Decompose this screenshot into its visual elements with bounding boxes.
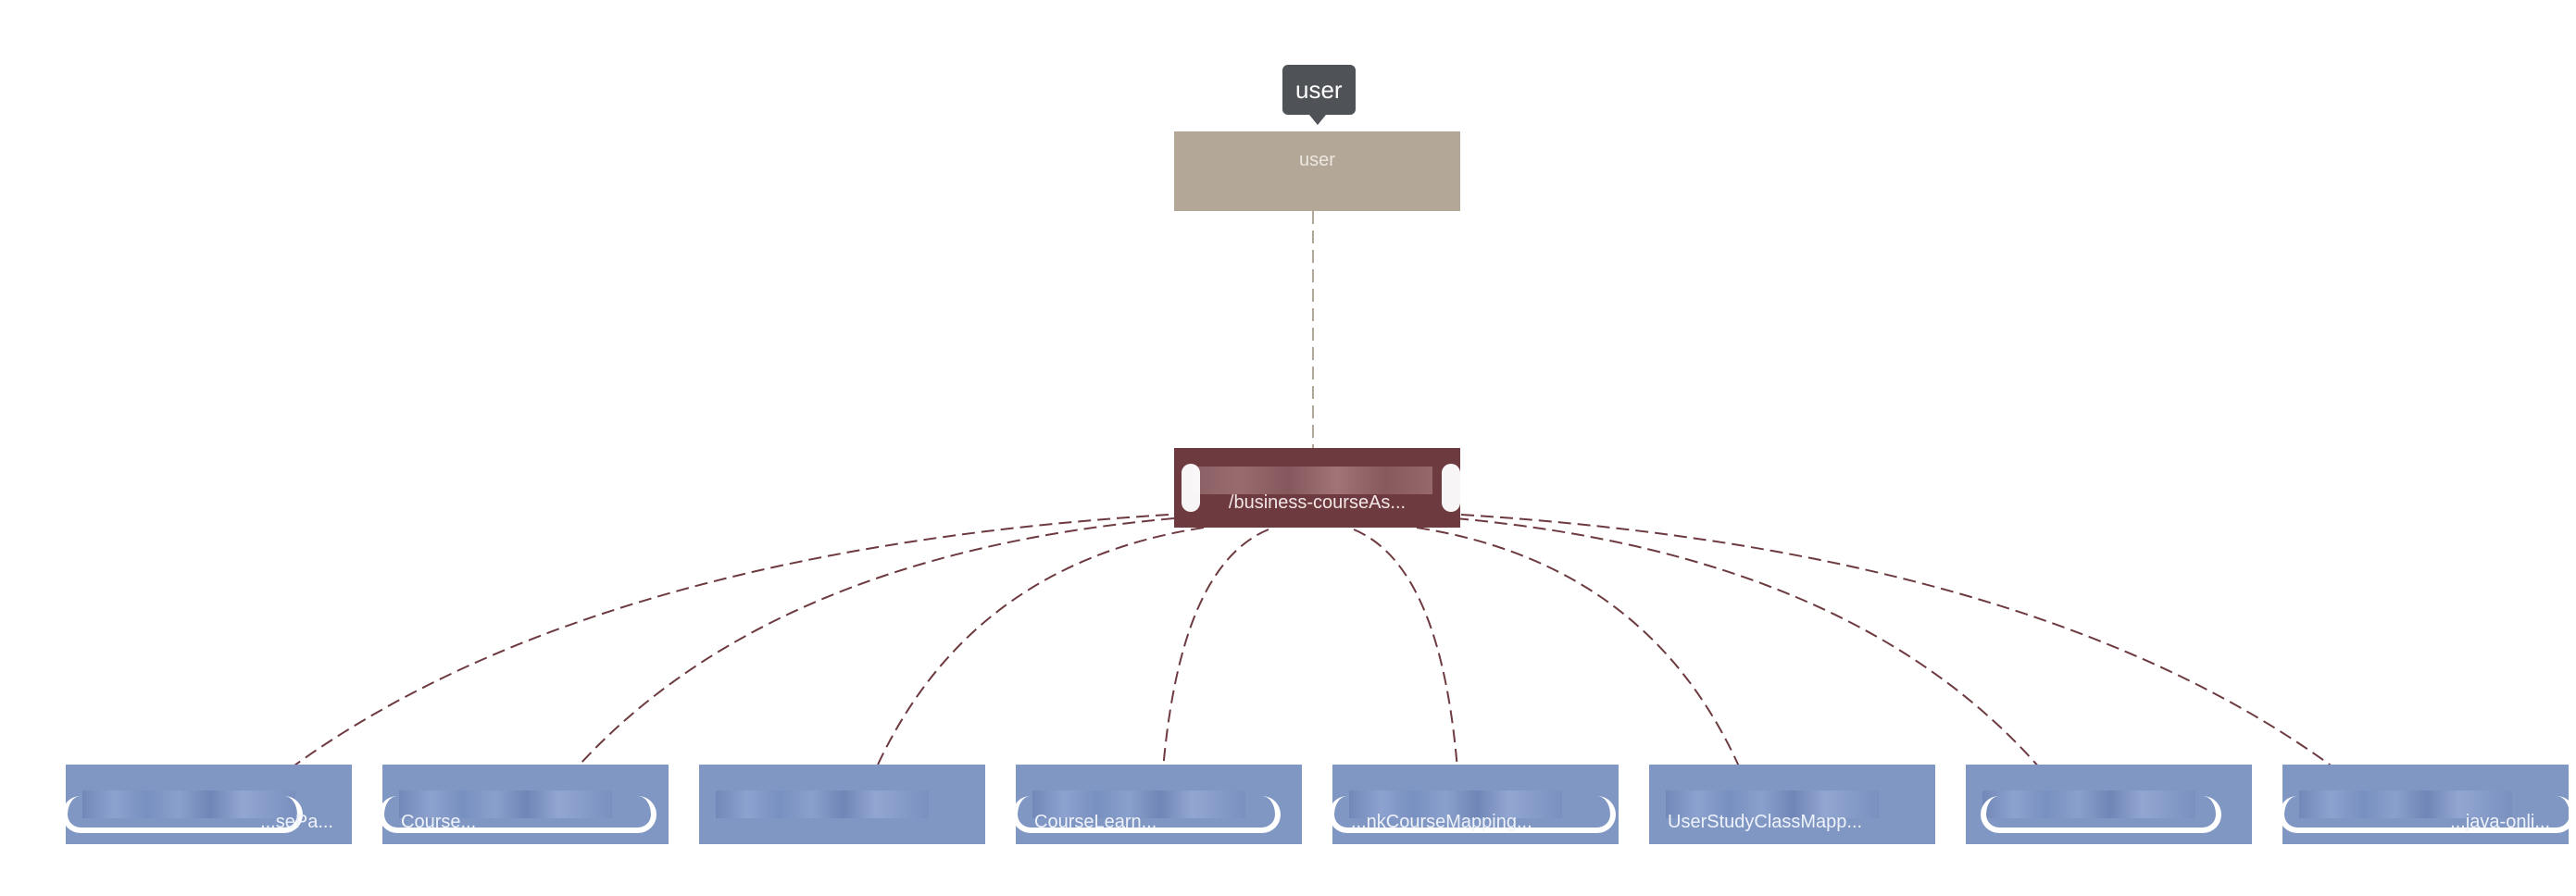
redaction-outline (379, 796, 657, 833)
module-node-label: ...nkCourseMapping... (1351, 812, 1532, 832)
redacted-pixel-block (1349, 790, 1562, 818)
redacted-pixel-block (2299, 790, 2512, 818)
redacted-pixel-block (82, 790, 295, 818)
user-node-label: user (1299, 150, 1335, 170)
module-node-4[interactable]: CourseLearn... (1012, 765, 1302, 844)
redacted-pixel-block (1032, 790, 1245, 818)
module-node-label: Course... (401, 812, 477, 832)
business-course-node-label: /business-courseAs... (1228, 492, 1407, 513)
redaction-outline (62, 796, 303, 833)
redaction-outline (2279, 796, 2575, 833)
redaction-cap-right (1442, 464, 1460, 512)
link-business-course-to-module-4 (1161, 529, 1269, 782)
tooltip-pointer (1309, 115, 1326, 125)
link-business-course-to-module-7 (1455, 517, 2052, 782)
redaction-cap-left (1182, 464, 1200, 512)
module-node-1[interactable]: ...sePa... (62, 765, 352, 844)
module-node-label: UserStudyClassMapp... (1668, 812, 1863, 832)
redaction-outline (1981, 796, 2221, 833)
link-business-course-to-module-5 (1353, 529, 1459, 782)
link-business-course-to-module-3 (869, 527, 1205, 782)
module-node-label: ...sePa... (260, 812, 333, 832)
business-course-node[interactable]: /business-courseAs... (1174, 448, 1460, 528)
module-node-2[interactable]: Course... (379, 765, 669, 844)
module-node-6[interactable]: UserStudyClassMapp... (1649, 765, 1935, 844)
user-node[interactable]: user (1174, 131, 1460, 211)
module-node-8[interactable]: ...java-onli... (2279, 765, 2575, 844)
redacted-pixel-block (399, 790, 612, 818)
redaction-outline (1012, 796, 1281, 833)
link-business-course-to-module-8 (1460, 514, 2353, 782)
module-node-7[interactable] (1966, 765, 2252, 844)
link-business-course-to-module-6 (1416, 527, 1746, 782)
link-business-course-to-module-2 (564, 517, 1175, 782)
module-node-label: CourseLearn... (1034, 812, 1157, 832)
link-business-course-to-module-1 (272, 514, 1169, 782)
module-node-label: ...java-onli... (2450, 812, 2550, 832)
module-node-3[interactable] (699, 765, 985, 844)
redacted-pixel-block (1193, 467, 1432, 494)
redacted-pixel-block (1666, 790, 1879, 818)
redaction-outline (1329, 796, 1616, 833)
redacted-pixel-block (716, 790, 929, 818)
node-tooltip: user (1282, 65, 1356, 115)
redacted-pixel-block (1982, 790, 2195, 818)
module-node-5[interactable]: ...nkCourseMapping... (1329, 765, 1619, 844)
